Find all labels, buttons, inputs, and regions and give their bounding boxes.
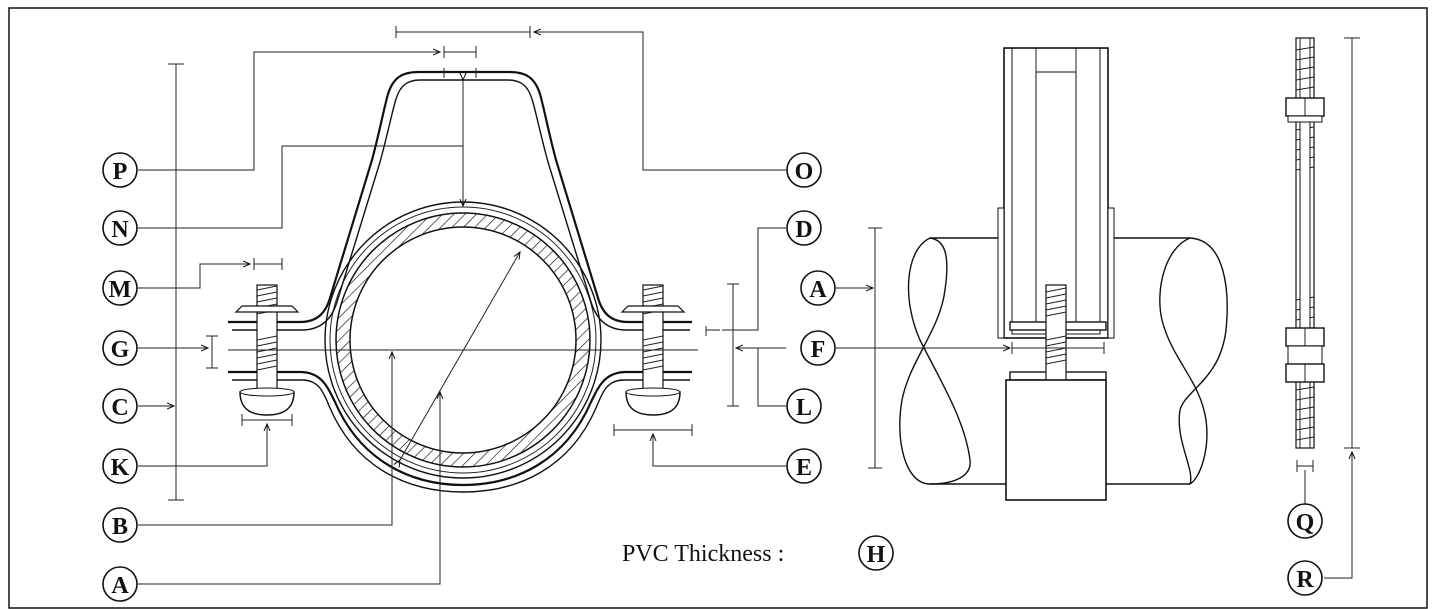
svg-text:D: D [795, 217, 812, 243]
lower-block [1005, 379, 1107, 501]
svg-text:N: N [111, 217, 129, 243]
caption-text: PVC Thickness : [622, 541, 784, 567]
callout-e: E [786, 448, 822, 484]
callout-l: L [786, 388, 822, 424]
svg-text:Q: Q [1296, 510, 1315, 536]
caption-marker-circle [858, 535, 894, 571]
svg-text:P: P [113, 159, 128, 185]
threaded-rod [1285, 37, 1360, 579]
svg-text:R: R [1296, 567, 1314, 593]
svg-text:E: E [796, 455, 812, 481]
pipe-bore [349, 226, 577, 454]
front-view [138, 26, 786, 585]
svg-text:A: A [809, 277, 827, 303]
pipe-break-right [1159, 237, 1208, 485]
callout-m: M [102, 270, 138, 306]
svg-text:K: K [111, 455, 130, 481]
callouts-right: Q R [1287, 503, 1323, 596]
callout-a-center: A [800, 270, 836, 306]
dim-A-diameter [400, 252, 520, 460]
upper-strap-outer [228, 70, 692, 324]
callout-p: P [102, 152, 138, 188]
left-bolt [234, 284, 300, 416]
lower-strap-outer [228, 370, 692, 487]
svg-text:G: G [111, 337, 130, 363]
caption-marker: H [867, 542, 886, 568]
svg-text:M: M [109, 277, 132, 303]
callouts-center: O D A F L E [786, 152, 836, 484]
svg-text:F: F [811, 337, 826, 363]
pipe-break-left [899, 237, 971, 485]
drawing-frame [8, 7, 1428, 609]
callouts-left: P N M G C K B A [102, 152, 138, 602]
callout-d: D [786, 210, 822, 246]
svg-text:C: C [111, 395, 128, 421]
callout-k: K [102, 448, 138, 484]
callout-b: B [102, 507, 138, 543]
callout-n: N [102, 210, 138, 246]
callout-c: C [102, 388, 138, 424]
svg-text:L: L [796, 395, 812, 421]
callout-q: Q [1287, 503, 1323, 539]
lower-strap-inner [232, 379, 690, 493]
pvc-lining-inner [329, 206, 597, 474]
svg-text:O: O [795, 159, 814, 185]
callout-r: R [1287, 560, 1323, 596]
callout-g: G [102, 330, 138, 366]
svg-text:B: B [112, 514, 128, 540]
pvc-thickness-caption: PVC Thickness : H [622, 535, 894, 571]
callout-o: O [786, 152, 822, 188]
side-view [836, 47, 1228, 501]
right-bolt [620, 284, 686, 416]
callout-a-left: A [102, 566, 138, 602]
callout-f: F [800, 330, 836, 366]
svg-text:A: A [111, 573, 129, 599]
